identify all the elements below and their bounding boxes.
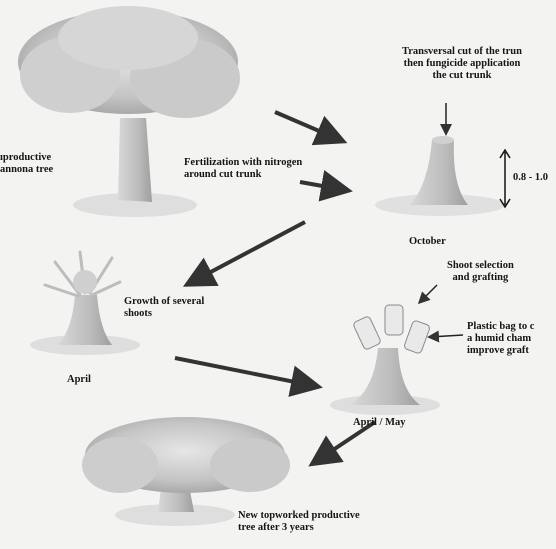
height-label: 0.8 - 1.0 xyxy=(513,172,548,184)
pointer-plastic-bag xyxy=(430,335,463,337)
new-tree-label: New topworked productive tree after 3 ye… xyxy=(238,510,360,534)
april-may-label: April / May xyxy=(353,417,406,429)
plastic-bag-label: Plastic bag to c a humid cham improve gr… xyxy=(467,321,534,357)
arrow-cut-to-growth xyxy=(190,222,305,283)
unproductive-tree-illustration xyxy=(18,6,240,217)
growth-label: Growth of several shoots xyxy=(124,296,204,320)
height-indicator xyxy=(500,150,510,207)
arrow-tree-to-cut xyxy=(275,112,340,140)
arrow-growth-to-graft xyxy=(175,358,315,386)
grafted-trunk-illustration xyxy=(330,305,440,415)
cut-trunk-illustration xyxy=(375,136,505,216)
fertilization-label: Fertilization with nitrogen around cut t… xyxy=(184,157,302,181)
shoot-selection-label: Shoot selection and grafting xyxy=(447,260,514,284)
pointer-shoot-selection xyxy=(420,285,437,302)
arrow-fertilization xyxy=(300,182,345,190)
unproductive-tree-label: ıproductive annona tree xyxy=(0,152,53,176)
april-label: April xyxy=(67,374,91,386)
october-label: October xyxy=(409,236,446,248)
transversal-cut-label: Transversal cut of the trun then fungici… xyxy=(402,46,522,82)
